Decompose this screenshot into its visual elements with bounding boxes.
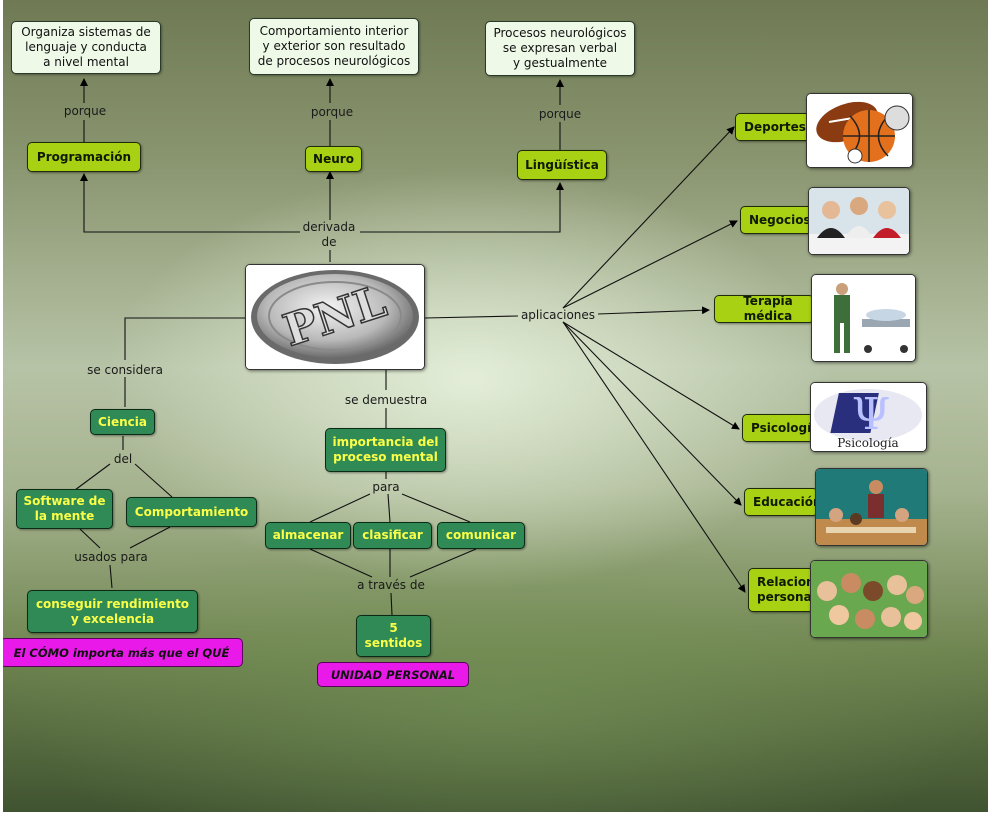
left-border [0, 0, 3, 816]
porque-label: porque [310, 105, 354, 119]
a-traves-de-label: a través de [357, 578, 425, 592]
usados-para-label: usados para [74, 550, 148, 564]
unidad-personal-highlight: UNIDAD PERSONAL [317, 662, 469, 687]
se-considera-label: se considera [87, 363, 163, 377]
programacion-concept: Programación [27, 142, 141, 172]
comunicar-concept: comunicar [437, 522, 525, 549]
psicologia-caption: Psicología [837, 436, 898, 450]
app-terapia: Terapia médica [714, 295, 814, 323]
rendimiento-concept: conseguir rendimiento y excelencia [27, 590, 198, 633]
linguistica-reason-note: Procesos neurológicos se expresan verbal… [485, 21, 635, 76]
almacenar-concept: almacenar [265, 522, 351, 549]
clasificar-concept: clasificar [353, 522, 432, 549]
derivada-de-label: derivada de [302, 220, 356, 249]
psicologia-logo-image: Ψ Psicología [810, 382, 927, 452]
app-negocios: Negocios [740, 206, 816, 234]
pnl-logo-image: PNL [245, 264, 425, 370]
app-psicologia: Psicología [742, 414, 816, 442]
medical-therapy-image [811, 274, 916, 362]
cinco-sentidos-concept: 5 sentidos [356, 615, 431, 657]
people-group-image [810, 560, 928, 638]
porque-label: porque [538, 107, 582, 121]
sports-balls-image [806, 93, 913, 168]
classroom-image [815, 468, 928, 546]
se-demuestra-label: se demuestra [344, 393, 428, 407]
app-relaciones: Relaciones personales [748, 568, 814, 612]
neuro-reason-note: Comportamiento interior y exterior son r… [249, 18, 419, 75]
neuro-concept: Neuro [305, 146, 362, 172]
business-meeting-image [808, 187, 910, 255]
app-deportes: Deportes [735, 113, 813, 141]
porque-label: porque [63, 104, 107, 118]
bottom-border [0, 812, 988, 816]
para-label: para [372, 480, 400, 494]
aplicaciones-label: aplicaciones [520, 308, 596, 322]
programacion-reason-note: Organiza sistemas de lenguaje y conducta… [11, 21, 161, 74]
software-mente-concept: Software de la mente [16, 489, 113, 529]
del-label: del [113, 452, 133, 466]
comportamiento-concept: Comportamiento [126, 497, 257, 527]
como-importa-highlight: El CÓMO importa más que el QUÉ [0, 638, 243, 667]
importancia-proceso-concept: importancia del proceso mental [325, 428, 446, 472]
ciencia-concept: Ciencia [90, 409, 155, 435]
linguistica-concept: Lingüística [517, 150, 607, 180]
svg-text:Ψ: Ψ [852, 389, 891, 440]
app-educacion: Educación [744, 488, 818, 516]
